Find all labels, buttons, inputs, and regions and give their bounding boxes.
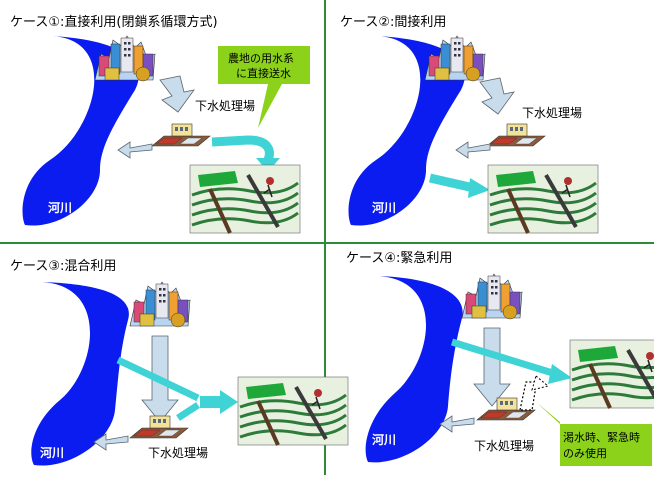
panel-title: ケース②:間接利用 bbox=[340, 14, 446, 30]
gray-arrow-left bbox=[455, 141, 491, 159]
callout-line-1: 農地の用水系 bbox=[228, 51, 294, 65]
panel-title: ケース④:緊急利用 bbox=[346, 251, 452, 266]
teal-arrow bbox=[450, 338, 558, 378]
river bbox=[348, 36, 465, 226]
plant-icon bbox=[151, 123, 211, 147]
panel-title: ケース①:直接利用(閉鎖系循環方式) bbox=[10, 14, 218, 30]
city-icon bbox=[129, 281, 191, 328]
teal-arrow bbox=[211, 135, 274, 162]
teal-arrow-from-river bbox=[116, 356, 200, 402]
teal-arrow-from-plant bbox=[176, 402, 200, 421]
teal-arrow bbox=[429, 173, 475, 193]
city-icon bbox=[94, 35, 156, 82]
callout-box bbox=[218, 46, 310, 128]
panel-case-1: ケース①:直接利用(閉鎖系循環方式) 河川 下水処理場 農地の用水系 に直接送水 bbox=[10, 14, 310, 235]
gray-arrow-down bbox=[473, 327, 511, 407]
river-label: 河川 bbox=[371, 432, 396, 447]
paddy-field-icon bbox=[486, 163, 600, 235]
teal-arrow-head bbox=[548, 364, 572, 384]
teal-arrow-head bbox=[468, 178, 490, 198]
city-icon bbox=[424, 35, 486, 82]
gray-arrow-down bbox=[479, 77, 515, 115]
panel-case-2: ケース②:間接利用 河川 下水処理場 bbox=[340, 14, 600, 235]
paddy-field-icon bbox=[568, 338, 654, 410]
paddy-field-icon bbox=[188, 163, 302, 235]
callout-box bbox=[536, 402, 652, 466]
callout-line-1: 渇水時、緊急時 bbox=[563, 430, 640, 444]
emergency-dashed-arrow-head bbox=[531, 375, 550, 391]
river bbox=[365, 276, 463, 463]
panel-case-3: ケース③:混合利用 河川 下水処理場 bbox=[10, 259, 350, 466]
emergency-dashed-arrow bbox=[519, 381, 545, 411]
teal-arrow-head bbox=[220, 390, 238, 414]
paddy-field-icon bbox=[236, 375, 350, 447]
callout-line-2: に直接送水 bbox=[236, 66, 291, 80]
gray-arrow-left bbox=[117, 141, 153, 159]
panel-case-4: ケース④:緊急利用 河川 下水処理場 渇水時、緊急時 のみ使用 bbox=[346, 251, 654, 466]
city-icon bbox=[461, 273, 523, 320]
gray-arrow-down bbox=[159, 75, 195, 113]
plant-label: 下水処理場 bbox=[195, 99, 255, 113]
river-label: 河川 bbox=[39, 445, 64, 460]
plant-icon bbox=[486, 123, 546, 147]
gray-arrow-left bbox=[93, 433, 129, 451]
river-label: 河川 bbox=[371, 200, 396, 215]
plant-label: 下水処理場 bbox=[148, 446, 208, 460]
callout-line-2: のみ使用 bbox=[563, 447, 607, 460]
river bbox=[31, 282, 129, 466]
river bbox=[22, 36, 139, 226]
gray-arrow-left bbox=[439, 415, 475, 433]
plant-label: 下水処理場 bbox=[522, 106, 582, 120]
plant-label: 下水処理場 bbox=[474, 439, 534, 453]
river-label: 河川 bbox=[47, 200, 72, 215]
panel-title: ケース③:混合利用 bbox=[10, 259, 116, 274]
